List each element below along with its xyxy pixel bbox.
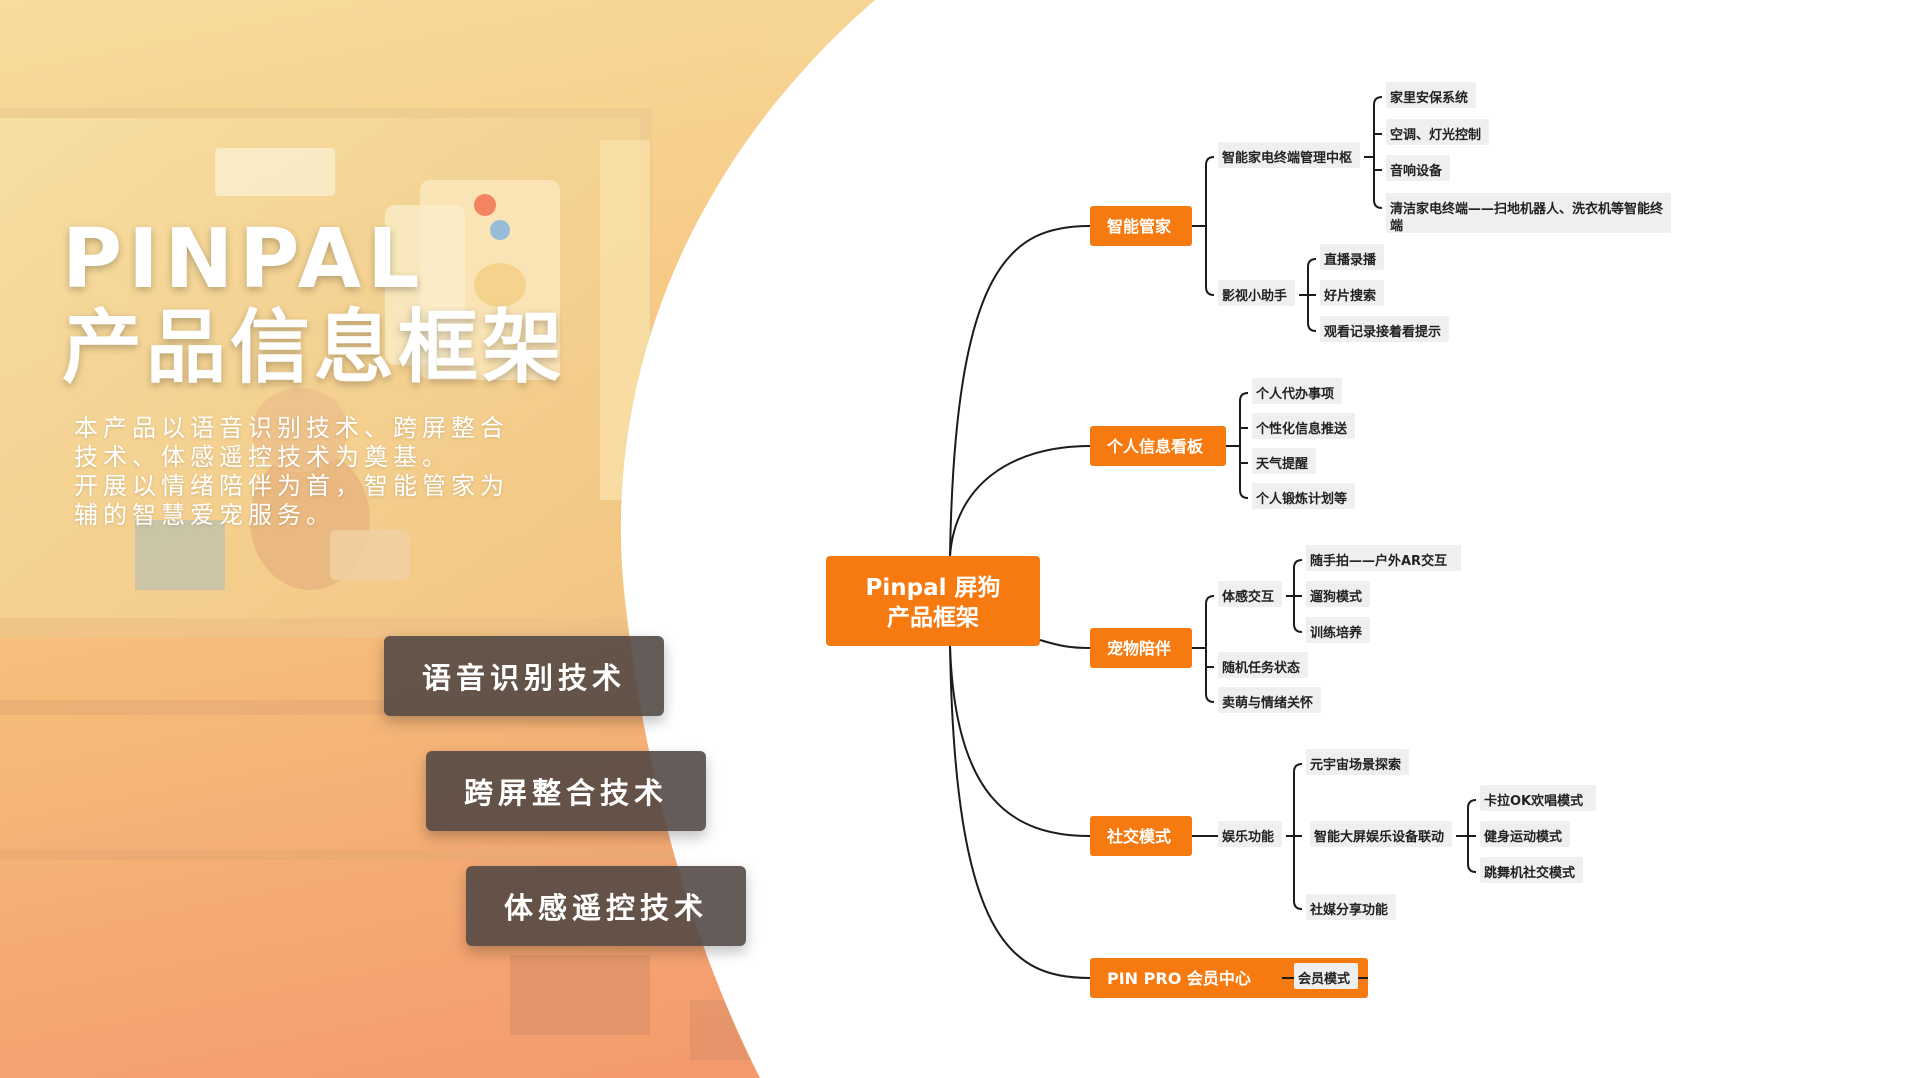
tech-speech-recognition-button[interactable]: 语音识别技术 — [384, 636, 664, 716]
node-3-0-1-1-label: 健身运动模式 — [1484, 829, 1562, 845]
bracket-branch-pet-companion — [1205, 595, 1215, 703]
node-3-0-1: 智能大屏娱乐设备联动 — [1310, 821, 1452, 847]
node-2-0-1: 遛狗模式 — [1306, 581, 1370, 607]
node-1-0: 个人代办事项 — [1252, 378, 1342, 404]
node-3-0-1-label: 智能大屏娱乐设备联动 — [1314, 829, 1444, 845]
node-0-0: 智能家电终端管理中枢 — [1218, 142, 1360, 168]
mindmap-root-label: Pinpal 屏狗 — [866, 574, 1001, 601]
node-1-3: 个人锻炼计划等 — [1252, 483, 1355, 509]
node-0-1-0-label: 直播录播 — [1324, 252, 1377, 268]
node-0-1-0: 直播录播 — [1320, 244, 1384, 270]
node-0-1-2: 观看记录接着看提示 — [1320, 316, 1449, 342]
tech-cross-screen-button[interactable]: 跨屏整合技术 — [426, 751, 706, 831]
hero-description: 本产品以语音识别技术、跨屏整合 技术、体感遥控技术为奠基。 开展以情绪陪伴为首，… — [74, 414, 509, 529]
bracket-node-0-0 — [1373, 96, 1383, 209]
connector-root-branch-pin-pro — [949, 645, 1091, 979]
node-0-0-0-label: 家里安保系统 — [1390, 90, 1468, 106]
connector-root-branch-pet-companion — [1039, 639, 1091, 649]
bracket-branch-smart-butler — [1205, 156, 1215, 296]
node-2-0-2-label: 训练培养 — [1310, 625, 1363, 641]
node-4-0: 会员模式 — [1294, 963, 1358, 989]
node-3-0-0-label: 元宇宙场景探索 — [1310, 757, 1401, 773]
branch-smart-butler: 智能管家 — [1090, 206, 1192, 246]
node-2-2: 卖萌与情绪关怀 — [1218, 687, 1321, 713]
node-1-2: 天气提醒 — [1252, 448, 1316, 474]
node-3-0-1-0-label: 卡拉OK欢唱模式 — [1484, 793, 1583, 809]
node-3-0: 娱乐功能 — [1218, 821, 1282, 847]
node-2-1-label: 随机任务状态 — [1222, 660, 1300, 676]
node-0-0-1: 空调、灯光控制 — [1386, 119, 1489, 145]
node-0-0-2-label: 音响设备 — [1390, 163, 1443, 179]
node-3-0-1-1: 健身运动模式 — [1480, 821, 1570, 847]
node-0-1-2-label: 观看记录接着看提示 — [1324, 324, 1441, 340]
node-2-2-label: 卖萌与情绪关怀 — [1222, 695, 1313, 711]
node-0-0-2: 音响设备 — [1386, 155, 1450, 181]
node-4-0-label: 会员模式 — [1298, 971, 1350, 987]
node-2-1: 随机任务状态 — [1218, 652, 1308, 678]
node-0-1-label: 影视小助手 — [1222, 288, 1287, 304]
branch-social-mode-label: 社交模式 — [1106, 827, 1171, 846]
node-0-1: 影视小助手 — [1218, 280, 1295, 306]
node-1-3-label: 个人锻炼计划等 — [1255, 491, 1347, 507]
node-3-0-1-0: 卡拉OK欢唱模式 — [1480, 785, 1596, 811]
node-1-0-label: 个人代办事项 — [1255, 386, 1334, 402]
branch-personal-board: 个人信息看板 — [1090, 426, 1226, 466]
node-0-0-0: 家里安保系统 — [1386, 82, 1476, 108]
node-3-0-2-label: 社媒分享功能 — [1309, 902, 1388, 918]
node-0-0-3-label: 端 — [1390, 218, 1403, 234]
node-0-1-1: 好片搜索 — [1320, 280, 1384, 306]
node-1-1-label: 个性化信息推送 — [1255, 421, 1348, 437]
connector-root-branch-smart-butler — [949, 225, 1091, 557]
hero-title: PINPAL — [62, 212, 426, 307]
branch-pet-companion: 宠物陪伴 — [1090, 628, 1192, 668]
hero-subtitle: 产品信息框架 — [62, 301, 566, 394]
tech-motion-control-button[interactable]: 体感遥控技术 — [466, 866, 746, 946]
branch-personal-board-label: 个人信息看板 — [1106, 437, 1204, 456]
node-3-0-1-2: 跳舞机社交模式 — [1480, 857, 1583, 883]
branch-pin-pro-label: PIN PRO 会员中心 — [1107, 969, 1251, 988]
node-2-0-0: 随手拍——户外AR交互 — [1306, 545, 1461, 571]
connector-root-branch-personal-board — [949, 445, 1091, 557]
node-0-0-label: 智能家电终端管理中枢 — [1222, 150, 1352, 166]
node-3-0-1-2-label: 跳舞机社交模式 — [1484, 865, 1575, 881]
node-1-1: 个性化信息推送 — [1252, 413, 1355, 439]
mindmap-root-label: 产品框架 — [887, 604, 979, 631]
branch-smart-butler-label: 智能管家 — [1107, 217, 1172, 236]
node-3-0-0: 元宇宙场景探索 — [1306, 749, 1409, 775]
bracket-branch-personal-board — [1239, 392, 1249, 499]
node-0-1-1-label: 好片搜索 — [1323, 288, 1376, 304]
node-3-0-label: 娱乐功能 — [1222, 829, 1274, 845]
node-0-0-1-label: 空调、灯光控制 — [1390, 127, 1481, 143]
node-1-2-label: 天气提醒 — [1256, 456, 1308, 472]
connector-root-branch-social-mode — [949, 645, 1091, 837]
node-2-0-1-label: 遛狗模式 — [1309, 589, 1362, 605]
node-2-0-label: 体感交互 — [1222, 589, 1274, 605]
branch-pet-companion-label: 宠物陪伴 — [1107, 639, 1171, 658]
node-2-0: 体感交互 — [1218, 581, 1282, 607]
branch-social-mode: 社交模式 — [1090, 816, 1192, 856]
node-2-0-2: 训练培养 — [1306, 617, 1370, 643]
node-2-0-0-label: 随手拍——户外AR交互 — [1310, 553, 1447, 569]
node-3-0-2: 社媒分享功能 — [1306, 894, 1396, 920]
node-0-0-3-label: 清洁家电终端——扫地机器人、洗衣机等智能终 — [1390, 201, 1664, 217]
